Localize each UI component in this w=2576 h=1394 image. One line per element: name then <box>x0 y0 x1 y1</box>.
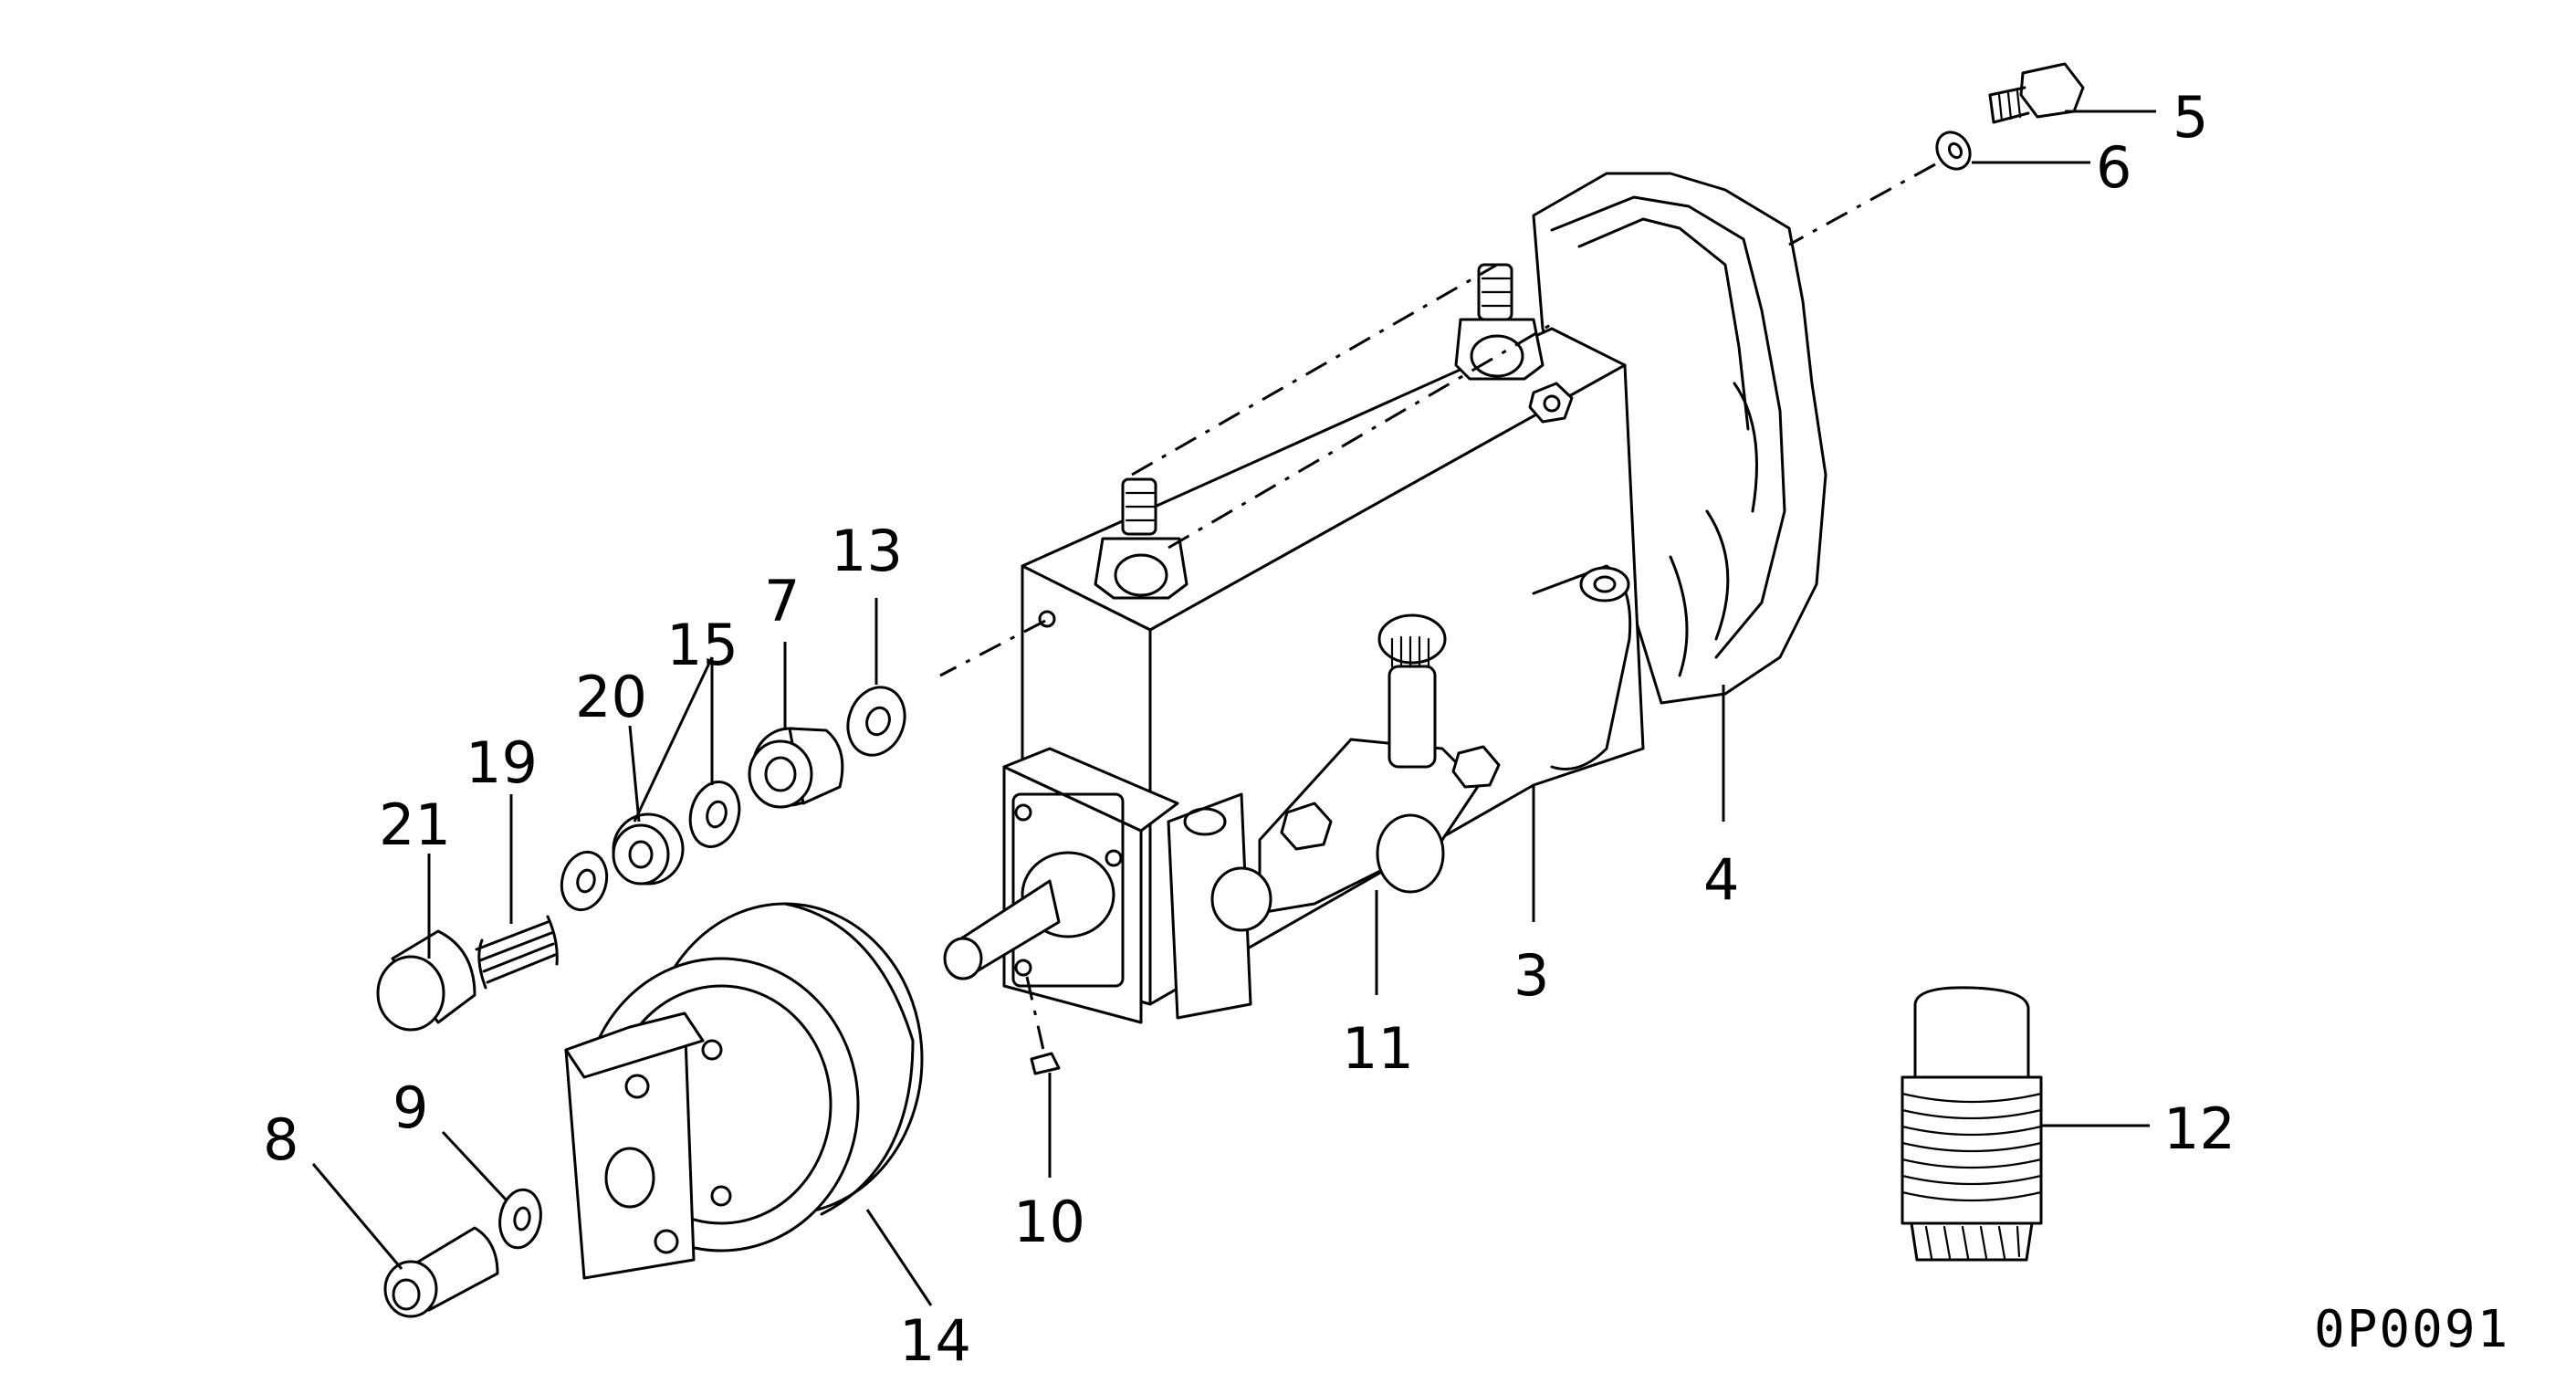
part-11-feed-pump <box>1210 613 1501 932</box>
part-14-timer <box>564 902 924 1280</box>
alignment-line-top-b <box>1168 322 1553 550</box>
part-13-washer <box>846 686 906 757</box>
part-9-washer <box>498 1188 542 1250</box>
callout-8: 8 <box>263 1106 298 1173</box>
part-21-cap <box>376 929 476 1032</box>
callout-20: 20 <box>575 664 647 730</box>
callout-4: 4 <box>1703 846 1739 913</box>
part-15-washer-left <box>560 850 609 912</box>
callout-5: 5 <box>2173 84 2208 151</box>
callout-11: 11 <box>1342 1015 1414 1082</box>
drawing-code: 0P0091 <box>2314 1300 2509 1359</box>
part-20-nut <box>612 812 685 886</box>
key-alignment-line <box>1025 976 1045 1051</box>
callout-21: 21 <box>379 791 451 858</box>
part-19-spring <box>475 915 559 990</box>
delivery-valve-holder-front <box>1094 477 1189 600</box>
leader-lines <box>311 110 2156 1306</box>
callout-14: 14 <box>899 1307 971 1374</box>
callout-6: 6 <box>2096 134 2131 201</box>
callout-13: 13 <box>831 518 903 584</box>
callout-12: 12 <box>2163 1095 2236 1162</box>
alignment-line-top-a <box>1131 263 1498 477</box>
part-5-bolt <box>1988 62 2085 124</box>
part-12-fitting <box>1901 986 2043 1262</box>
callout-10: 10 <box>1013 1189 1085 1255</box>
callout-15: 15 <box>666 612 738 678</box>
callout-19: 19 <box>466 729 538 796</box>
callout-3: 3 <box>1513 942 1549 1009</box>
callout-9: 9 <box>393 1074 428 1141</box>
drive-shaft <box>943 851 1115 980</box>
delivery-valve-holder-rear <box>1454 263 1545 381</box>
part-4-governor-housing <box>1532 172 1827 705</box>
callout-labels: 5 6 13 7 15 20 19 21 4 3 11 10 12 8 9 14 <box>263 84 2236 1374</box>
callout-7: 7 <box>764 568 800 634</box>
part-8-plug <box>383 1226 499 1318</box>
part-15-washer-right <box>688 781 741 848</box>
part-6-washer <box>1935 131 1972 171</box>
part-7-cap-nut <box>748 727 844 809</box>
centerline-left-parts <box>939 619 1046 677</box>
part-10-woodruff-key <box>1030 1052 1061 1075</box>
